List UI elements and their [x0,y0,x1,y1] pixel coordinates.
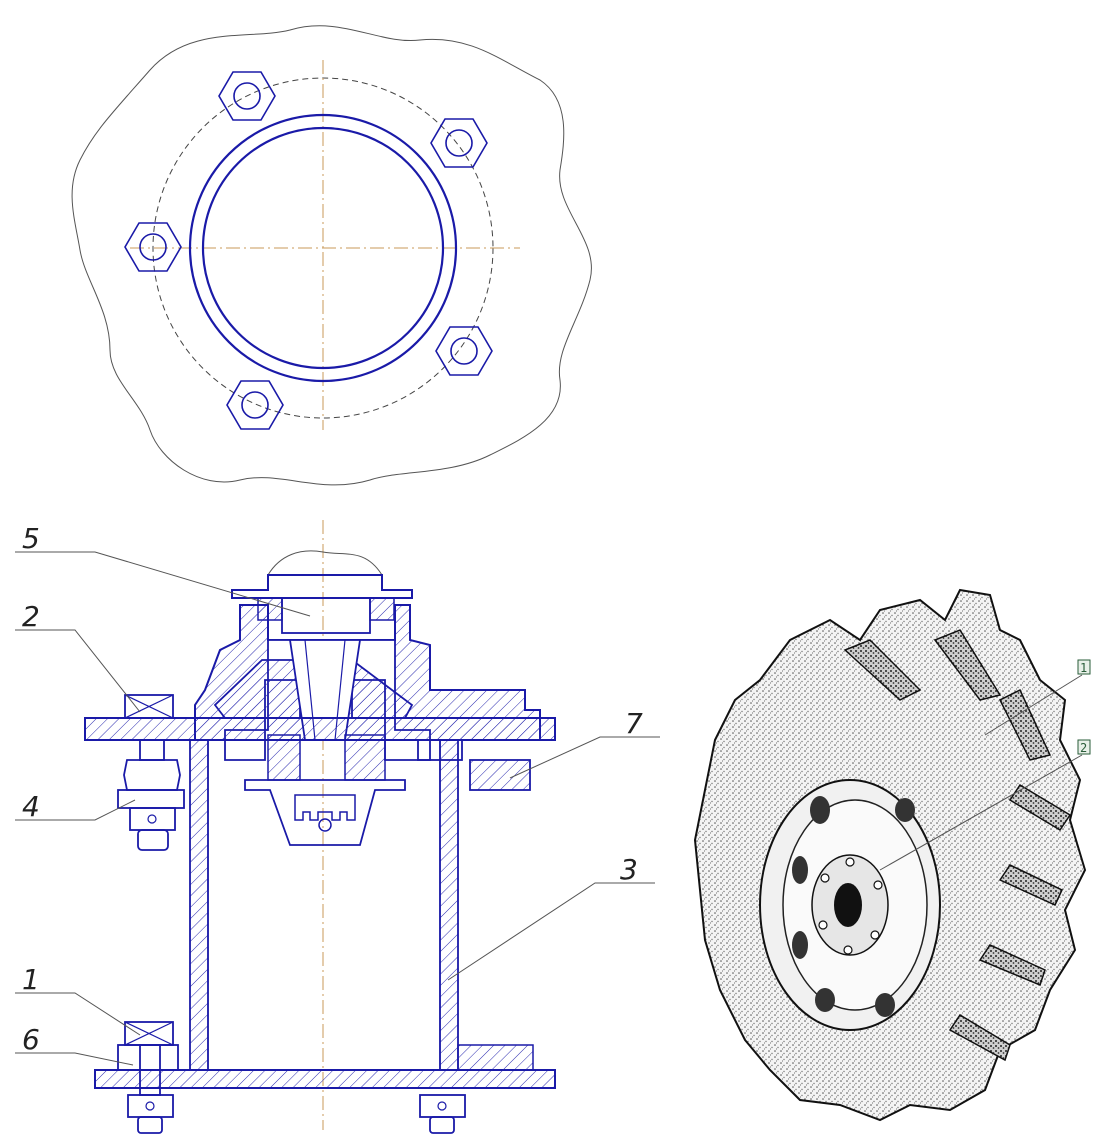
leader-lines [15,551,660,1066]
tire-leader-1 [984,674,1083,736]
label-5: 5 [22,522,40,555]
bolt-lower-right [419,1094,466,1134]
lower-flange-plate [94,1069,556,1089]
hub-cap [231,574,413,599]
tire-label-box-1 [1077,659,1091,675]
tire-label-1: 1 [1080,661,1087,675]
cotter-pin [318,818,332,832]
shaft-break [267,550,383,576]
tire-leader-2 [879,754,1083,871]
tire-label-2: 2 [1080,741,1087,755]
hub-inner-ring [201,126,445,370]
tire-illustration: 1 2 [693,588,1091,1122]
hub-outer-ring [188,113,458,383]
nut-left [124,222,182,272]
label-3: 3 [620,853,638,886]
shaft-top-block [281,597,371,634]
rim-vents [792,796,915,1017]
lower-bearing-left [267,734,301,781]
tube-wall-left [189,739,209,1071]
upper-flange-plate [84,717,556,741]
break-outline [71,25,592,486]
top-bearing-right [369,597,395,621]
label-7: 7 [625,707,643,740]
nut-top-left [218,71,276,121]
nut-bottom-left [226,380,284,430]
wheel-center-hole [834,883,862,927]
lower-bearing-right [344,734,386,781]
castle-nut [294,794,356,821]
tube-wall-right [439,739,459,1071]
label-2: 2 [22,600,40,633]
tire-lugs [843,629,1072,1062]
label-4: 4 [22,790,40,823]
flange-top-view [71,25,592,486]
label-6: 6 [22,1023,40,1056]
nut-top-right [430,118,488,168]
nut-bottom-right [435,326,493,376]
bolt-upper-left [117,694,185,851]
lower-flange-step [457,1044,534,1071]
bolt-upper-right [417,739,463,761]
label-1: 1 [22,963,40,996]
tire-label-box-2 [1077,739,1091,755]
hub-section-view: 5 2 4 1 6 3 7 [15,520,660,1134]
part-7-bar [469,759,531,791]
lug-nuts [818,857,883,955]
end-cap [244,779,406,846]
bolt-lower-left [117,1021,179,1134]
